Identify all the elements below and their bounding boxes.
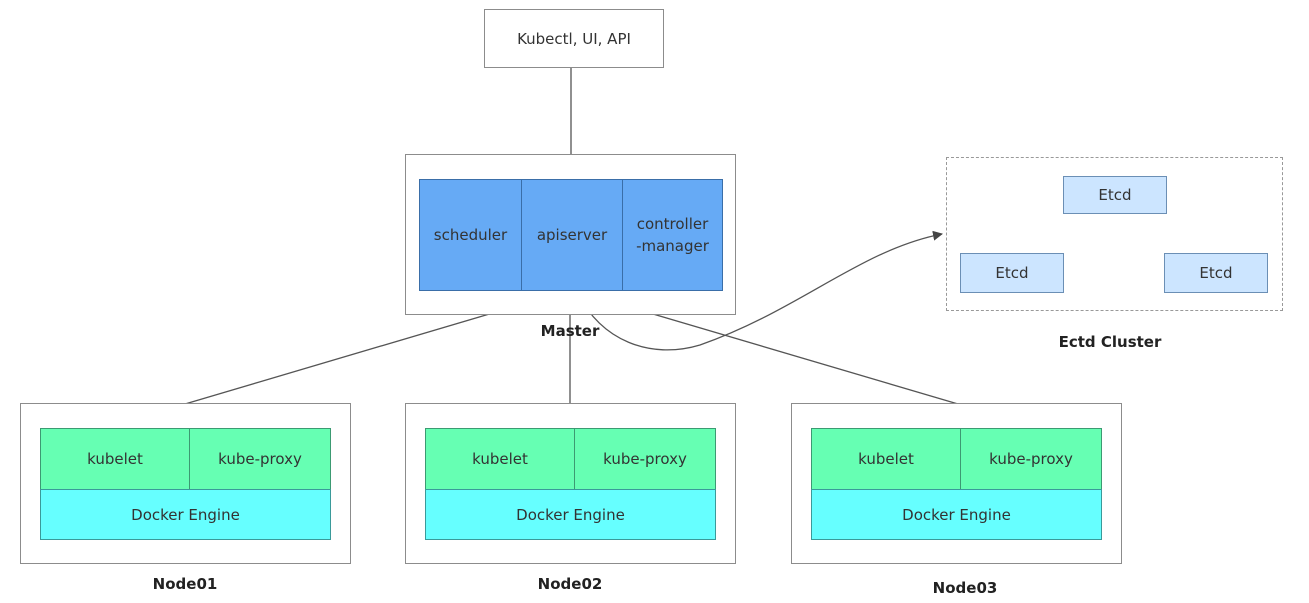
- kubelet-component: kubelet: [811, 428, 961, 490]
- etcd-cluster-label: Ectd Cluster: [1058, 333, 1162, 351]
- client-box: Kubectl, UI, API: [484, 9, 664, 68]
- master-box: scheduler apiserver controller -manager: [405, 154, 736, 315]
- master-label: Master: [540, 322, 600, 340]
- node02-label: Node02: [537, 575, 603, 593]
- scheduler-component: scheduler: [419, 179, 522, 291]
- docker-engine-component: Docker Engine: [425, 489, 716, 540]
- apiserver-to-etcd-arrow: [577, 230, 943, 351]
- node01-box: kubelet kube-proxy Docker Engine: [20, 403, 351, 564]
- apiserver-component: apiserver: [521, 179, 623, 291]
- kubelet-component: kubelet: [425, 428, 575, 490]
- client-label: Kubectl, UI, API: [517, 29, 631, 48]
- node02-box: kubelet kube-proxy Docker Engine: [405, 403, 736, 564]
- node01-label: Node01: [152, 575, 218, 593]
- kube-proxy-component: kube-proxy: [960, 428, 1102, 490]
- kube-proxy-component: kube-proxy: [574, 428, 716, 490]
- controller-manager-component: controller -manager: [622, 179, 723, 291]
- node03-label: Node03: [932, 579, 998, 597]
- kube-proxy-component: kube-proxy: [189, 428, 331, 490]
- kubelet-component: kubelet: [40, 428, 190, 490]
- node03-box: kubelet kube-proxy Docker Engine: [791, 403, 1122, 564]
- docker-engine-component: Docker Engine: [40, 489, 331, 540]
- etcd-node-top: Etcd: [1063, 176, 1167, 214]
- etcd-node-left: Etcd: [960, 253, 1064, 293]
- etcd-node-right: Etcd: [1164, 253, 1268, 293]
- docker-engine-component: Docker Engine: [811, 489, 1102, 540]
